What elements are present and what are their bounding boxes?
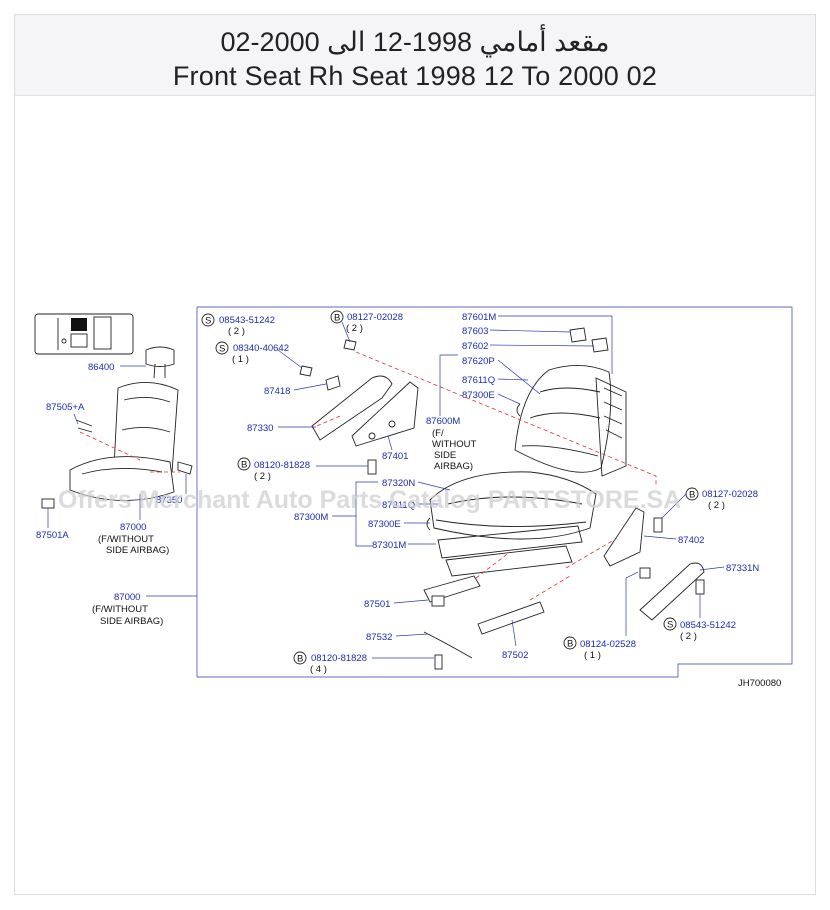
qty-2-b: ( 2 ) [346,323,363,334]
callout-87320N: 87320N [382,478,415,489]
callout-87502: 87502 [502,650,528,661]
b-mark-3: B [689,490,695,501]
note-f-without-4: AIRBAG) [434,461,473,472]
note-f-without-1: (F/ [432,428,444,439]
callout-87620P: 87620P [462,356,495,367]
qty-1-a: ( 1 ) [232,354,249,365]
page-title-english: Front Seat Rh Seat 1998 12 To 2000 02 [172,61,658,91]
callout-labels: 86400 87505+A 87501A 87000 (F/WITHOUT SI… [36,310,781,689]
callout-08127-02028-top: 08127-02028 [347,312,403,323]
callout-87501A: 87501A [36,530,69,541]
qty-2-a: ( 2 ) [228,326,245,337]
callout-87532: 87532 [366,632,392,643]
callout-87350: 87350 [156,495,182,506]
figure-code: JH700080 [738,678,781,689]
main-seat-drawing [299,327,705,670]
watermark-text: Offers Merchant Auto Parts Catalog PARTS… [58,486,681,514]
callout-87602: 87602 [462,341,488,352]
s-mark-2: S [219,344,225,355]
b-mark-1: B [334,313,340,324]
note-without-airbag-main-1: (F/WITHOUT [92,604,148,615]
callout-08120-81828-mid: 08120-81828 [254,460,310,471]
callout-87000-left: 87000 [120,522,146,533]
callout-08124-02528: 08124-02528 [580,639,636,650]
page-title-arabic: مقعد أمامي 1998-12 الى 2000-02 [220,27,610,57]
callout-87301M: 87301M [372,540,406,551]
callout-87418: 87418 [264,386,290,397]
callout-08340-40642: 08340-40642 [233,343,289,354]
assembly-dashed-lines [311,351,657,601]
callout-87300E-mid: 87300E [368,519,401,530]
callout-87300M: 87300M [294,512,328,523]
note-f-without-2: WITHOUT [432,439,477,450]
b-mark-4: B [567,639,573,650]
qty-2-c: ( 2 ) [254,471,271,482]
note-f-without-3: SIDE [434,450,456,461]
s-mark-3: S [667,620,673,631]
s-mark-1: S [205,316,211,327]
callout-87000-main: 87000 [114,592,140,603]
note-without-airbag-left-2: SIDE AIRBAG) [106,545,169,556]
callout-87505A: 87505+A [46,402,85,413]
callout-87600M: 87600M [426,416,460,427]
seat-overview-drawing [41,346,193,509]
b-mark-2: B [241,460,247,471]
callout-08120-81828-bottom: 08120-81828 [311,653,367,664]
vehicle-location-thumbnail [34,313,134,355]
callout-87601M: 87601M [462,312,496,323]
qty-1-b: ( 1 ) [584,650,601,661]
callout-08543-51242-right: 08543-51242 [680,620,736,631]
qty-4: ( 4 ) [310,664,327,675]
callout-87501: 87501 [364,599,390,610]
callout-87611Q: 87611Q [462,375,495,386]
callout-87603: 87603 [462,326,488,337]
diagram-border [196,306,793,678]
note-without-airbag-left-1: (F/WITHOUT [98,534,154,545]
qty-2-e: ( 2 ) [680,631,697,642]
callout-86400: 86400 [88,362,114,373]
callout-08127-02028-right: 08127-02028 [702,489,758,500]
callout-87401: 87401 [382,451,408,462]
callout-87330: 87330 [247,423,273,434]
callout-87311Q: 87311Q [382,500,415,511]
callout-08543-51242-top: 08543-51242 [219,315,275,326]
callout-87300E-top: 87300E [462,390,495,401]
callout-87402: 87402 [678,535,704,546]
note-without-airbag-main-2: SIDE AIRBAG) [100,616,163,627]
page-header: مقعد أمامي 1998-12 الى 2000-02 Front Sea… [15,15,815,96]
qty-2-d: ( 2 ) [708,500,725,511]
callout-87331N: 87331N [726,563,759,574]
b-mark-5: B [297,654,303,665]
